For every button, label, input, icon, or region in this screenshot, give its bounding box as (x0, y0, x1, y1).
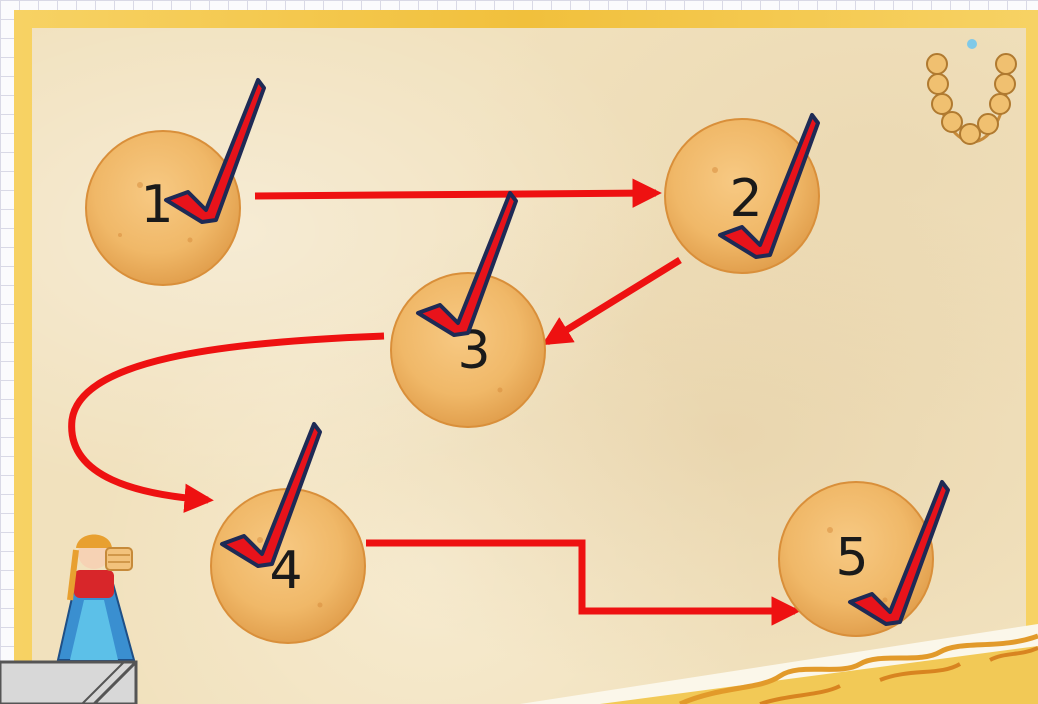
pancake-2[interactable]: 2 (664, 118, 820, 274)
pancake-5-label: 5 (835, 528, 868, 588)
pancake-4[interactable]: 4 (210, 488, 366, 644)
arrow-2-to-3 (541, 257, 682, 346)
girl-with-pancakes-icon (56, 534, 136, 661)
bagel-garland-icon (926, 39, 1017, 145)
checkmark-icon (718, 113, 820, 259)
checkmark-icon (164, 78, 266, 224)
ornament-icon (520, 624, 1038, 704)
arrow-3-to-4 (68, 332, 385, 513)
pancake-1[interactable]: 1 (85, 130, 241, 286)
checkmark-icon (848, 480, 950, 626)
path-arrows (68, 178, 801, 626)
corner-box (0, 660, 138, 704)
checkmark-icon (220, 422, 322, 568)
arrow-1-to-2 (254, 178, 662, 208)
arrow-4-to-5 (366, 539, 801, 626)
pancake-2-label: 2 (729, 169, 762, 229)
checkmark-icon (416, 191, 518, 337)
pancake-1-label: 1 (140, 175, 173, 235)
